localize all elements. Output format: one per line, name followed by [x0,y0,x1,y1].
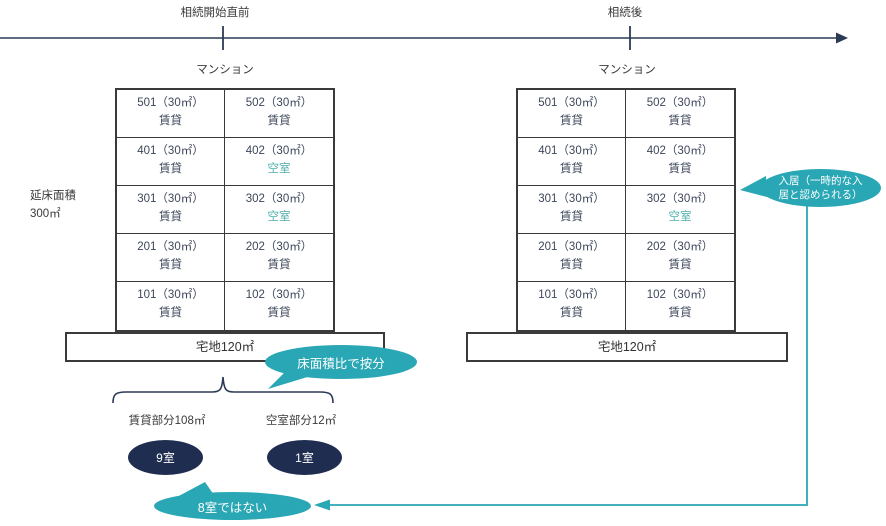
unit-cell: 301（30㎡） 賃貸 [518,186,626,234]
unit-cell: 301（30㎡） 賃貸 [117,186,225,234]
timeline-axis [0,26,848,50]
unit-id-label: 201（30㎡） [137,241,204,253]
unit-cell: 202（30㎡） 賃貸 [626,234,734,282]
connector-arrowhead-icon [314,499,330,511]
unit-cell: 201（30㎡） 賃貸 [117,234,225,282]
unit-status-label: 賃貸 [159,307,182,320]
right-building-title: マンション [598,64,656,76]
unit-id-label: 502（30㎡） [646,97,714,109]
unit-cell: 201（30㎡） 賃貸 [518,234,626,282]
unit-id-label: 402（30㎡） [646,145,714,157]
unit-id-label: 401（30㎡） [137,145,204,157]
rented-portion-label: 賃貸部分108㎡ [128,415,206,427]
unit-id-label: 402（30㎡） [245,145,313,157]
not-eight-callout: 8室ではない [154,492,311,520]
unit-status-label: 賃貸 [668,163,692,176]
unit-status-label: 空室 [267,163,291,176]
timeline-arrowhead-icon [836,32,848,44]
unit-status-label: 賃貸 [560,259,583,272]
vacant-rooms-oval: 1室 [267,440,342,475]
unit-status-label: 賃貸 [159,259,182,272]
unit-cell: 502（30㎡） 賃貸 [626,90,734,138]
unit-cell: 102（30㎡） 賃貸 [626,282,734,330]
unit-id-label: 101（30㎡） [137,289,204,301]
unit-cell: 502（30㎡） 賃貸 [225,90,333,138]
unit-id-label: 102（30㎡） [646,289,714,301]
unit-status-label: 賃貸 [668,307,692,320]
unit-status-label: 賃貸 [159,211,182,224]
unit-id-label: 302（30㎡） [245,193,313,205]
vacant-portion-label: 空室部分12㎡ [265,415,337,427]
left-building-grid: 501（30㎡） 賃貸 502（30㎡） 賃貸 401（30㎡） 賃貸 402（30㎡） 空室… [115,88,335,332]
unit-id-label: 202（30㎡） [245,241,313,253]
unit-status-label: 賃貸 [560,163,583,176]
unit-id-label: 101（30㎡） [538,289,605,301]
unit-cell: 202（30㎡） 賃貸 [225,234,333,282]
unit-id-label: 202（30㎡） [646,241,714,253]
unit-status-label: 賃貸 [560,211,583,224]
unit-cell: 102（30㎡） 賃貸 [225,282,333,330]
unit-id-label: 501（30㎡） [137,97,204,109]
unit-cell: 402（30㎡） 空室 [225,138,333,186]
unit-id-label: 501（30㎡） [538,97,605,109]
unit-status-label: 賃貸 [560,115,583,128]
apportion-brace [112,376,334,404]
unit-cell: 402（30㎡） 賃貸 [626,138,734,186]
unit-status-label: 賃貸 [668,115,692,128]
unit-status-label: 空室 [267,211,291,224]
unit-status-label: 賃貸 [159,115,182,128]
unit-cell: 302（30㎡） 空室 [626,186,734,234]
floor-area-label: 延床面積 300㎡ [30,188,76,224]
unit-cell: 101（30㎡） 賃貸 [117,282,225,330]
unit-cell: 302（30㎡） 空室 [225,186,333,234]
apportion-callout: 床面積比で按分 [265,345,417,379]
unit-cell: 501（30㎡） 賃貸 [117,90,225,138]
unit-id-label: 102（30㎡） [245,289,313,301]
rented-rooms-oval: 9室 [128,440,203,475]
unit-status-label: 賃貸 [267,307,291,320]
unit-id-label: 201（30㎡） [538,241,605,253]
floor-area-line1: 延床面積 [30,190,76,202]
unit-id-label: 301（30㎡） [538,193,605,205]
timeline-label-after: 相続後 [607,7,643,19]
left-building-title: マンション [196,64,254,76]
unit-cell: 101（30㎡） 賃貸 [518,282,626,330]
unit-status-label: 賃貸 [159,163,182,176]
unit-cell: 401（30㎡） 賃貸 [117,138,225,186]
unit-status-label: 賃貸 [560,307,583,320]
unit-id-label: 502（30㎡） [245,97,313,109]
unit-id-label: 301（30㎡） [137,193,204,205]
floor-area-line2: 300㎡ [30,207,61,220]
unit-status-label: 空室 [668,211,692,224]
unit-cell: 401（30㎡） 賃貸 [518,138,626,186]
unit-cell: 501（30㎡） 賃貸 [518,90,626,138]
right-building-grid: 501（30㎡） 賃貸 502（30㎡） 賃貸 401（30㎡） 賃貸 402（30㎡） 賃貸… [516,88,736,332]
unit-status-label: 賃貸 [267,115,291,128]
unit-id-label: 302（30㎡） [646,193,714,205]
move-in-callout-text: 入居（一時的な入居と認められる） [778,174,863,201]
move-in-callout: 入居（一時的な入居と認められる） [760,169,881,207]
timeline-label-before: 相続開始直前 [180,7,250,19]
right-land-box: 宅地120㎡ [466,332,788,362]
unit-status-label: 賃貸 [267,259,291,272]
unit-id-label: 401（30㎡） [538,145,605,157]
unit-status-label: 賃貸 [668,259,692,272]
